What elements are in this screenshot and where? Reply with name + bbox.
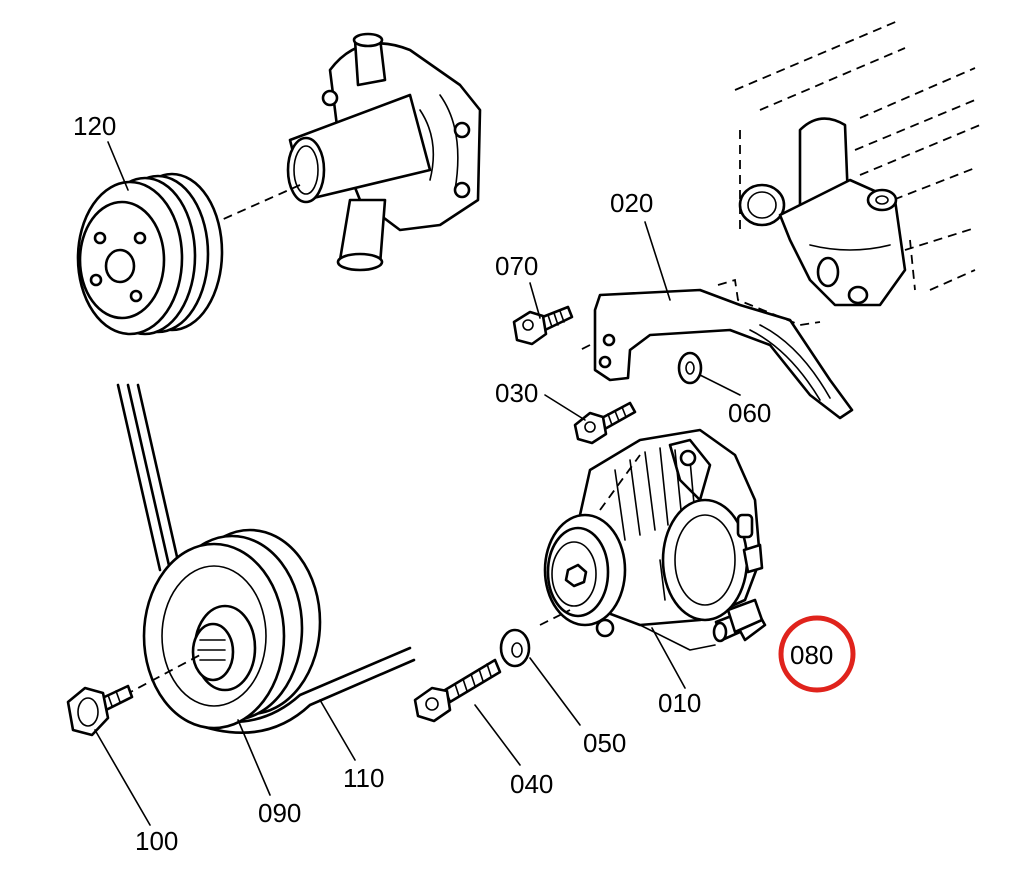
leader-lines — [94, 141, 741, 826]
crankshaft-pulley — [142, 528, 322, 730]
bolt-030 — [573, 401, 637, 445]
part-label-100[interactable]: 100 — [135, 826, 178, 856]
alternator — [539, 428, 764, 638]
bolt-100 — [66, 654, 201, 737]
pulley-shaft-guide — [209, 184, 301, 226]
bolt-040 — [413, 658, 502, 723]
part-label-070[interactable]: 070 — [495, 251, 538, 281]
part-label-040[interactable]: 040 — [510, 769, 553, 799]
water-pump-pulley — [76, 172, 224, 336]
bolt-070 — [512, 305, 574, 346]
highlight-circle — [778, 615, 856, 693]
part-label-030[interactable]: 030 — [495, 378, 538, 408]
washer-050 — [499, 628, 531, 668]
part-label-060[interactable]: 060 — [728, 398, 771, 428]
part-label-120[interactable]: 120 — [73, 111, 116, 141]
part-label-090[interactable]: 090 — [258, 798, 301, 828]
part-label-110[interactable]: 110 — [343, 763, 384, 793]
washer-060 — [677, 351, 703, 385]
alternator-bracket — [579, 278, 854, 420]
sensor-080 — [639, 598, 767, 651]
water-pump — [286, 32, 482, 272]
part-label-080[interactable]: 080 — [790, 640, 833, 670]
part-label-010[interactable]: 010 — [658, 688, 701, 718]
part-label-050[interactable]: 050 — [583, 728, 626, 758]
part-label-020[interactable]: 020 — [610, 188, 653, 218]
thermostat-housing — [738, 117, 907, 307]
callout-labels: 120 070 020 030 060 080 010 050 040 110 … — [73, 111, 856, 856]
